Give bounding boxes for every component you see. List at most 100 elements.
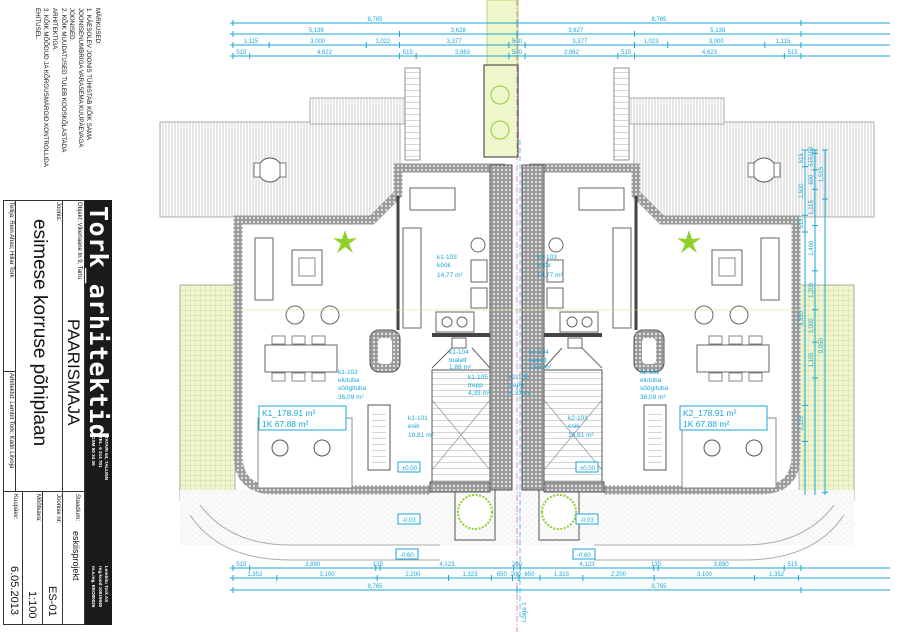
chimney <box>483 64 519 158</box>
address-line: TEL. 6 314 701 <box>97 436 103 468</box>
company-info: Lembitu Tork AS reg.kood 10819940 m.a.re… <box>90 566 109 607</box>
drawing-no-value: ES-01 <box>46 586 58 617</box>
level-floor: ±0.00 <box>402 466 418 472</box>
dimension-label: 200 <box>511 572 522 578</box>
room-code: k1-102 <box>338 369 358 376</box>
dimension-label: 515 <box>809 156 815 167</box>
dimension-label: 2,200 <box>611 572 627 578</box>
dimension-label: 3,627 <box>568 28 584 34</box>
dimension-label: 1,352 <box>769 572 785 578</box>
date-value: 6.05.2013 <box>8 566 20 615</box>
notes-title: MÄRKUSED: <box>94 8 101 45</box>
level-entry: -0.03 <box>402 518 416 524</box>
unit-floor-area: 1K 67.88 m² <box>683 419 729 429</box>
dimension-label: 4,623 <box>702 50 718 56</box>
room-k1-101: k1-101 esik 10,81 m² <box>408 415 434 439</box>
room-k2-105: k2-105 trepp 4,33 m² <box>509 374 532 397</box>
room-code: k2-104 <box>529 349 549 356</box>
dimension-label: 515 <box>788 562 799 568</box>
dimension-label: 3,377 <box>447 39 463 45</box>
room-k1-104: k1-104 tualett 1,88 m² <box>449 349 472 371</box>
dimension-label: 500 <box>512 39 523 45</box>
dimension-label: 515 <box>236 50 247 56</box>
note-line: ARHITEKTIGA. <box>51 8 59 51</box>
room-name: söögituba <box>640 385 669 392</box>
dimension-label: 1,105 <box>809 352 815 368</box>
chimney-flue <box>490 85 510 105</box>
room-area: 36,09 m² <box>640 394 666 401</box>
level-ground: -0.60 <box>577 553 591 559</box>
room-k2-102: k2-102 elutuba söögituba 36,09 m² <box>640 369 669 401</box>
dimension-label: 3,890 <box>714 562 730 568</box>
dimension-label: 3,377 <box>572 39 588 45</box>
dimension-label: 515 <box>621 50 632 56</box>
dimension-label: 1,000 <box>809 318 815 334</box>
chimney-flue <box>490 120 510 140</box>
office-address: TATARI 64, TALLINN TEL. 6 314 701 GSM 50… <box>90 436 109 480</box>
dimension-label: 515 <box>788 50 799 56</box>
room-k2-104: k2-104 tualett 1,88 m² <box>529 349 552 371</box>
project-name: PAARISMAJA <box>64 319 83 426</box>
dimension-label: 135 <box>373 562 384 568</box>
room-name: esik <box>408 423 420 430</box>
dimension-label: 1,115 <box>809 199 815 214</box>
dimension-label: 1,115 <box>776 39 791 45</box>
dimension-label: 1,200 <box>809 282 815 298</box>
dimension-label: 3,100 <box>697 572 713 578</box>
room-area: 14,77 m² <box>537 272 563 279</box>
dimension-label: 1,400 <box>809 240 815 256</box>
dimension-label: 100 <box>809 146 815 157</box>
scale-label: Mõõtkava: <box>35 494 41 522</box>
room-name: esik <box>568 423 580 430</box>
section-mark: Lõige 1 <box>522 602 528 622</box>
dimension-label: 9,050 <box>819 338 825 354</box>
dimension-label: 3,890 <box>305 562 321 568</box>
dimension-label: 1,323 <box>462 572 478 578</box>
client: Tellija: Rein Ahas; Hillar Tork <box>8 202 14 278</box>
dimension-label: 4,622 <box>317 50 333 56</box>
room-area: 10,81 m² <box>408 432 434 439</box>
dimension-label: 8,765 <box>367 584 383 590</box>
level-entry: -0.03 <box>580 518 594 524</box>
dimension-label: 1,323 <box>554 572 570 578</box>
title-band: Tork_arhitektid TATARI 64, TALLINN TEL. … <box>84 200 113 625</box>
drawing-no-label: Joonise nr: <box>55 494 61 524</box>
dimension-label: 5,138 <box>309 28 325 34</box>
dimension-label: 8,765 <box>651 584 667 590</box>
unit-total-area: K2_178.91 m² <box>683 408 737 418</box>
drawing-name: esimese korruse põhiplaan <box>29 219 50 447</box>
level-marks: ±0.00 ±0.00 -0.03 -0.03 -0.60 -0.60 <box>395 461 599 560</box>
room-name: elutuba <box>640 377 662 384</box>
room-name: tualett <box>529 357 547 364</box>
note-line: EHITUSEL. <box>33 8 41 40</box>
room-code: k1-101 <box>408 415 428 422</box>
dimension-label: 515 <box>403 50 414 56</box>
room-area: 4,33 m² <box>509 390 532 397</box>
level-floor: ±0.00 <box>580 466 596 472</box>
room-k1-103: k1-103 köök 14,77 m² <box>437 254 463 279</box>
dimension-label: 600 <box>809 174 815 185</box>
room-k1-105: k1-105 trepp 4,33 m² <box>468 374 491 397</box>
stage-label: Staadium: <box>74 494 80 522</box>
date-label: Kuupäev: <box>12 494 18 520</box>
room-name: elutuba <box>338 377 360 384</box>
unit-k1-plan <box>160 68 517 560</box>
dimension-label: 1,115 <box>799 415 805 430</box>
dimension-label: 650 <box>497 572 508 578</box>
dimension-label: 1,115 <box>244 39 259 45</box>
architects: Arhitektid: Lembit Tork; Kadri Liivoja <box>8 373 14 469</box>
dimension-label: 3,628 <box>451 28 467 34</box>
dimension-label: 4,123 <box>579 562 595 568</box>
dimension-label: 1,515 <box>819 166 825 182</box>
title-block: Objekt: Vikerlaane tn 9, Tartu PAARISMAJ… <box>3 200 85 625</box>
note-line: 2. KÕIK MUUDATUSED TULEB KOOSKÕLASTADA <box>59 8 67 153</box>
room-k2-101: k2-101 esik 10,81 m² <box>568 415 594 439</box>
room-area: 36,09 m² <box>338 394 364 401</box>
dimension-label: 2,863 <box>455 50 471 56</box>
address-line: TATARI 64, TALLINN <box>104 436 109 481</box>
level-ground: -0.60 <box>400 553 414 559</box>
room-code: k2-103 <box>537 254 557 261</box>
brand-logo: Tork_arhitektid <box>84 206 113 440</box>
chimney-shaft <box>486 0 519 66</box>
